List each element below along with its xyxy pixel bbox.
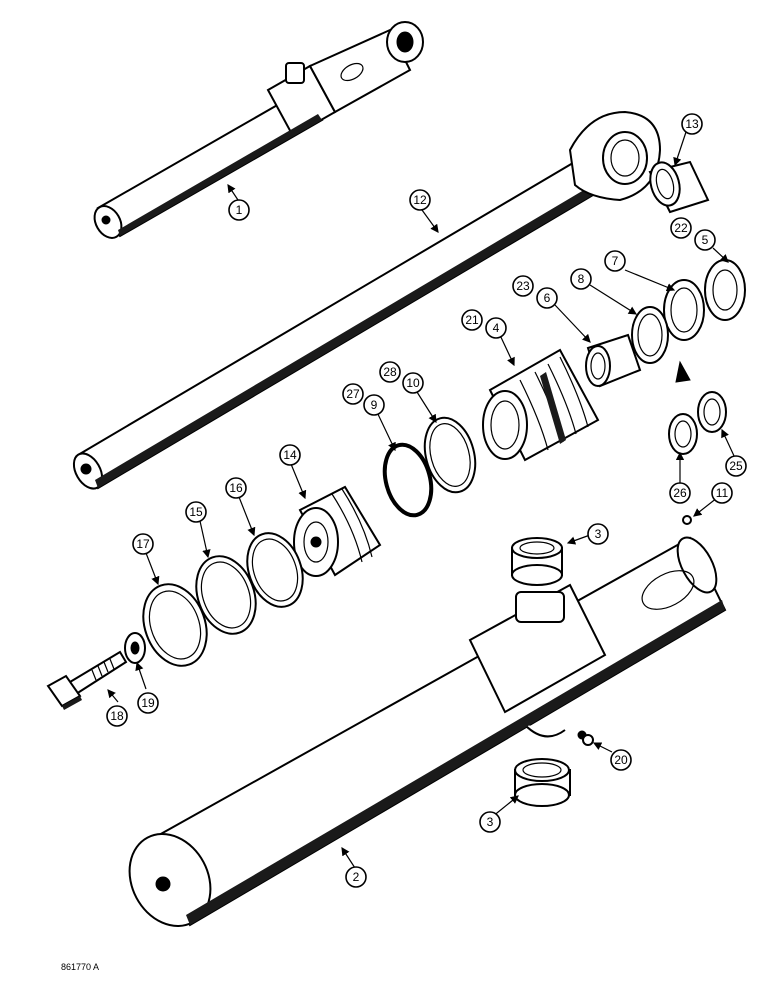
- callout-15: 15: [185, 501, 207, 523]
- callout-1-label: 1: [236, 203, 243, 217]
- callout-2: 2: [345, 866, 367, 888]
- callout-9: 9: [363, 394, 385, 416]
- callout-17: 17: [132, 533, 154, 555]
- callout-3-bottom-label: 3: [487, 815, 494, 829]
- callout-6: 6: [536, 287, 558, 309]
- callout-11-label: 11: [716, 486, 729, 500]
- callout-27: 27: [342, 383, 364, 405]
- drawing-code: 861770 A: [61, 962, 100, 972]
- callout-21: 21: [461, 309, 483, 331]
- callout-7-label: 7: [612, 254, 619, 268]
- callout-25: 25: [725, 455, 747, 477]
- part-17-ring: [142, 583, 208, 667]
- callout-6-label: 6: [544, 291, 551, 305]
- callout-26-label: 26: [673, 486, 687, 500]
- callout-20: 20: [610, 749, 632, 771]
- part-26-seal: [668, 413, 698, 455]
- callout-1: 1: [228, 199, 250, 221]
- callout-20-label: 20: [614, 753, 628, 767]
- callout-3-top: 3: [587, 523, 609, 545]
- callout-3-top-label: 3: [595, 527, 602, 541]
- part-1-rod: [93, 21, 424, 239]
- callout-23: 23: [512, 275, 534, 297]
- callout-14-label: 14: [283, 448, 297, 462]
- callout-18-label: 18: [110, 709, 124, 723]
- callout-21-label: 21: [465, 313, 479, 327]
- callout-4-label: 4: [493, 321, 500, 335]
- part-19-washer: [124, 632, 146, 664]
- callout-22: 22: [670, 217, 692, 239]
- callout-25-label: 25: [729, 459, 743, 473]
- callout-3-bottom: 3: [479, 811, 501, 833]
- callout-17-label: 17: [136, 537, 150, 551]
- callout-10-label: 10: [406, 376, 420, 390]
- callout-12-label: 12: [413, 193, 427, 207]
- callout-9-label: 9: [371, 398, 378, 412]
- callout-27-label: 27: [346, 387, 360, 401]
- arrow-head: [675, 360, 691, 383]
- part-2-tube: [128, 536, 727, 927]
- part-20-fitting: [582, 734, 594, 746]
- part-3-bushing-top: [511, 537, 563, 586]
- callout-4: 4: [485, 317, 507, 339]
- callout-22-label: 22: [674, 221, 688, 235]
- callout-2-label: 2: [353, 870, 360, 884]
- callout-12: 12: [409, 189, 431, 211]
- callout-15-label: 15: [189, 505, 203, 519]
- callout-28-label: 28: [383, 365, 397, 379]
- part-25-seal: [697, 391, 727, 433]
- callout-28: 28: [379, 361, 401, 383]
- callout-11: 11: [711, 482, 733, 504]
- callout-16: 16: [225, 477, 247, 499]
- part-6-bearing: [585, 333, 642, 388]
- part-18-bolt: [46, 650, 128, 710]
- callout-26: 26: [669, 482, 691, 504]
- callout-10: 10: [402, 372, 424, 394]
- callout-8-label: 8: [578, 272, 585, 286]
- part-11-fitting: [682, 515, 692, 525]
- callout-8: 8: [570, 268, 592, 290]
- part-7-ring: [663, 279, 705, 341]
- part-3-bushing-bottom: [514, 758, 571, 807]
- part-10-backup-ring: [423, 416, 477, 494]
- part-15-ring: [195, 555, 257, 635]
- callout-19-label: 19: [141, 696, 155, 710]
- leader-lines: [107, 131, 736, 869]
- part-9-o-ring: [382, 442, 434, 518]
- callout-5-label: 5: [702, 233, 709, 247]
- part-5-wiper: [704, 259, 746, 321]
- callout-13-label: 13: [685, 117, 699, 131]
- callout-19: 19: [137, 692, 159, 714]
- callout-23-label: 23: [516, 279, 530, 293]
- callout-7: 7: [604, 250, 626, 272]
- part-8-ring: [631, 306, 669, 364]
- part-13-bushing: [648, 160, 710, 214]
- callout-5: 5: [694, 229, 716, 251]
- part-4-gland: [482, 348, 600, 462]
- part-12-rod-eye: [72, 110, 662, 490]
- callout-18: 18: [106, 705, 128, 727]
- callout-14: 14: [279, 444, 301, 466]
- callout-13: 13: [681, 113, 703, 135]
- part-14-piston: [293, 485, 382, 577]
- callout-16-label: 16: [229, 481, 243, 495]
